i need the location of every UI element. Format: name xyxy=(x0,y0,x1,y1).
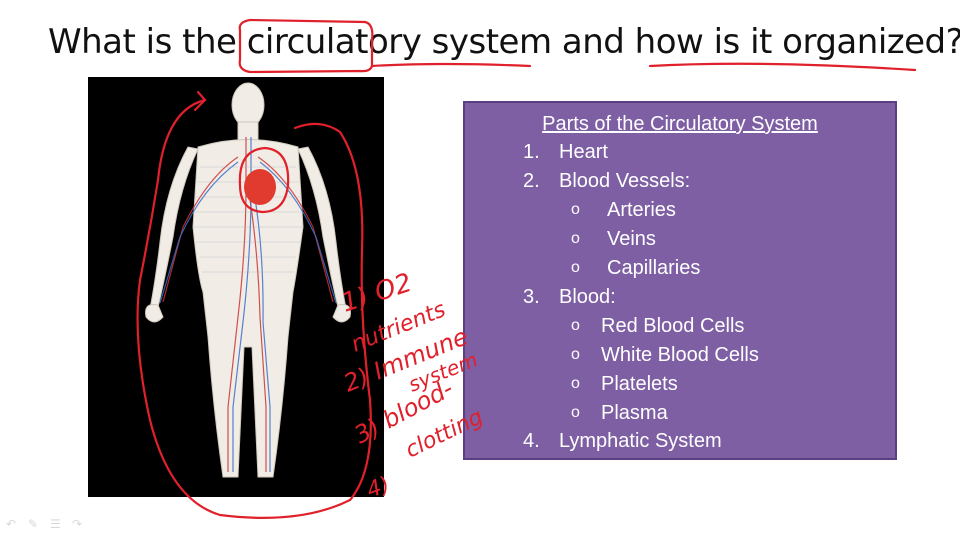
item-label: Red Blood Cells xyxy=(601,315,745,337)
item-label: Lymphatic System xyxy=(559,430,722,452)
bullet-icon: o xyxy=(571,404,580,421)
list-item: 3. Blood: xyxy=(523,286,616,309)
item-label: Plasma xyxy=(601,402,668,424)
underline-annotation xyxy=(370,62,532,68)
back-icon[interactable]: ↶ xyxy=(6,517,17,531)
item-label: Veins xyxy=(607,228,656,250)
item-label: Heart xyxy=(559,141,608,163)
box-title: Parts of the Circulatory System xyxy=(542,113,818,135)
item-label: Platelets xyxy=(601,373,678,395)
player-toolbar: ↶ ✎ ☰ ↷ xyxy=(6,518,86,532)
item-label: Arteries xyxy=(607,199,676,221)
human-circulatory-figure-icon xyxy=(145,82,351,478)
item-number: 3. xyxy=(523,286,540,308)
item-label: White Blood Cells xyxy=(601,344,759,366)
bullet-icon: o xyxy=(571,259,580,276)
item-number: 4. xyxy=(523,430,540,452)
list-item: 4. Lymphatic System xyxy=(523,430,722,453)
slide-title: What is the circulatory system and how i… xyxy=(48,22,960,62)
underline-annotation xyxy=(648,62,917,72)
item-label: Blood Vessels: xyxy=(559,170,691,192)
bullet-icon: o xyxy=(571,346,580,363)
list-item: 2. Blood Vessels: xyxy=(523,170,690,193)
menu-icon[interactable]: ☰ xyxy=(50,517,61,531)
forward-icon[interactable]: ↷ xyxy=(72,517,83,531)
item-label: Blood: xyxy=(559,286,616,308)
bullet-icon: o xyxy=(571,375,580,392)
item-number: 2. xyxy=(523,170,540,192)
circulatory-figure xyxy=(88,77,384,497)
item-number: 1. xyxy=(523,141,540,163)
pen-icon[interactable]: ✎ xyxy=(28,517,39,531)
item-label: Capillaries xyxy=(607,257,701,279)
bullet-icon: o xyxy=(571,317,580,334)
parts-box: Parts of the Circulatory System 1. Heart… xyxy=(463,101,897,460)
bullet-icon: o xyxy=(571,201,580,218)
bullet-icon: o xyxy=(571,230,580,247)
list-item: 1. Heart xyxy=(523,141,608,164)
